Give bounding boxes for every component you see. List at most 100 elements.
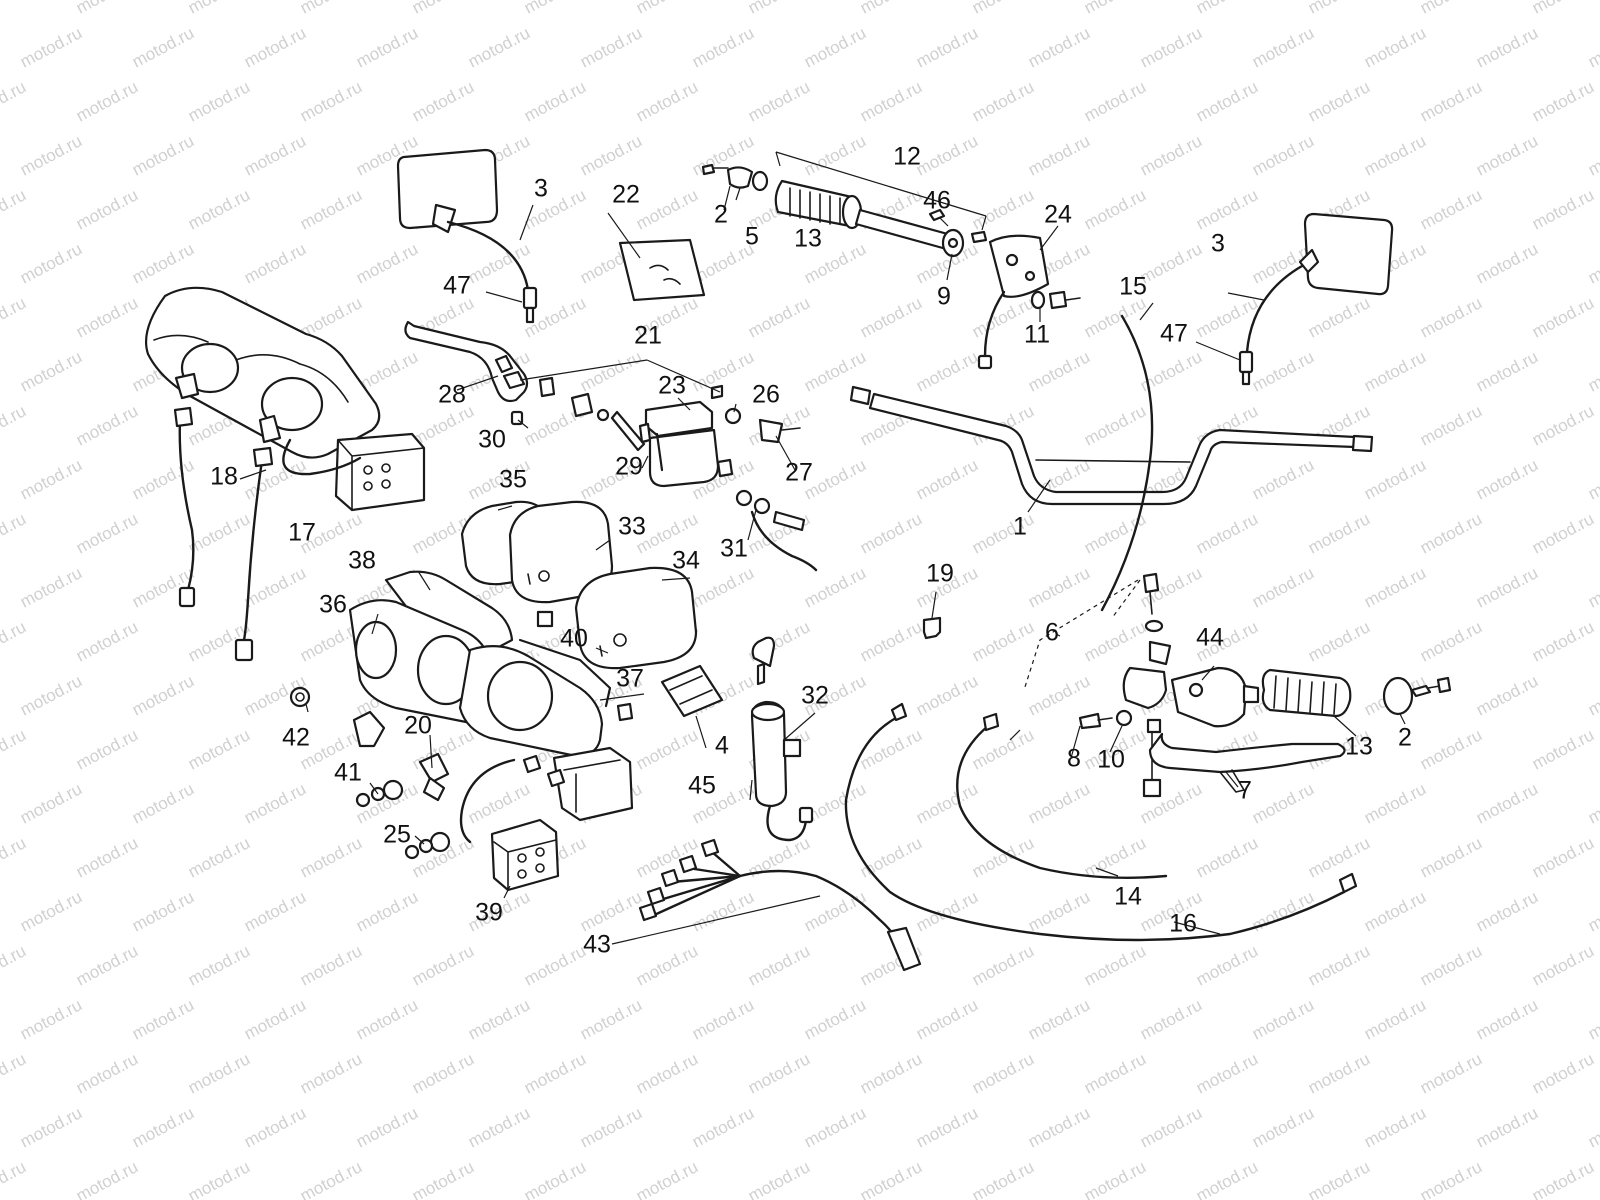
callout-14: 14	[1114, 883, 1142, 911]
watermark-text: motod.ru	[241, 563, 309, 611]
watermark-text: motod.ru	[745, 1157, 813, 1200]
watermark-text: motod.ru	[1081, 941, 1149, 989]
watermark-text: motod.ru	[1137, 995, 1205, 1043]
watermark-text: motod.ru	[969, 1049, 1037, 1097]
watermark-text: motod.ru	[1417, 1049, 1485, 1097]
watermark-text: motod.ru	[17, 1103, 85, 1151]
watermark-text: motod.ru	[353, 995, 421, 1043]
callout-layer: 1 2 2 3 3 4 5 6 7 8 9 10 11 12 13 13 14 …	[210, 143, 1412, 959]
callout-21: 21	[634, 322, 662, 350]
watermark-text: motod.ru	[1529, 725, 1597, 773]
watermark-text: motod.ru	[185, 1157, 253, 1200]
watermark-text: motod.ru	[409, 941, 477, 989]
watermark-text: motod.ru	[1417, 0, 1485, 18]
watermark-text: motod.ru	[1585, 1103, 1600, 1151]
callout-34: 34	[672, 547, 700, 575]
watermark-text: motod.ru	[17, 239, 85, 287]
watermark-text: motod.ru	[1361, 455, 1429, 503]
sticker-drawing	[618, 238, 706, 302]
watermark-text: motod.ru	[969, 1157, 1037, 1200]
watermark-text: motod.ru	[129, 239, 197, 287]
watermark-text: motod.ru	[17, 347, 85, 395]
watermark-text: motod.ru	[1305, 77, 1373, 125]
watermark-text: motod.ru	[857, 1049, 925, 1097]
watermark-text: motod.ru	[1137, 23, 1205, 71]
callout-43: 43	[583, 931, 611, 959]
watermark-text: motod.ru	[689, 23, 757, 71]
callout-32: 32	[801, 682, 829, 710]
watermark-text: motod.ru	[1417, 1157, 1485, 1200]
watermark-text: motod.ru	[521, 0, 589, 18]
watermark-text: motod.ru	[465, 779, 533, 827]
watermark-text: motod.ru	[1305, 0, 1373, 18]
watermark-text: motod.ru	[1529, 1049, 1597, 1097]
watermark-text: motod.ru	[969, 185, 1037, 233]
watermark-text: motod.ru	[577, 1103, 645, 1151]
watermark-text: motod.ru	[1585, 671, 1600, 719]
watermark-text: motod.ru	[465, 239, 533, 287]
callout-5: 5	[745, 223, 759, 251]
watermark-text: motod.ru	[73, 401, 141, 449]
watermark-text: motod.ru	[1025, 563, 1093, 611]
watermark-text: motod.ru	[17, 23, 85, 71]
watermark-text: motod.ru	[577, 131, 645, 179]
watermark-text: motod.ru	[1529, 509, 1597, 557]
watermark-text: motod.ru	[297, 833, 365, 881]
watermark-text: motod.ru	[1249, 1103, 1317, 1151]
watermark-text: motod.ru	[353, 23, 421, 71]
watermark-text: motod.ru	[1081, 617, 1149, 665]
watermark-text: motod.ru	[1137, 347, 1205, 395]
watermark-text: motod.ru	[913, 887, 981, 935]
watermark-text: motod.ru	[0, 1157, 29, 1200]
watermark-text: motod.ru	[1025, 347, 1093, 395]
bulb-holder-drawing	[922, 616, 942, 640]
watermark-text: motod.ru	[801, 995, 869, 1043]
callout-2-right: 2	[1398, 724, 1412, 752]
watermark-text: motod.ru	[1529, 617, 1597, 665]
parts-layer	[144, 148, 1452, 972]
watermark-text: motod.ru	[1137, 1103, 1205, 1151]
watermark-text: motod.ru	[857, 1157, 925, 1200]
watermark-text: motod.ru	[521, 1049, 589, 1097]
watermark-text: motod.ru	[969, 77, 1037, 125]
watermark-text: motod.ru	[185, 941, 253, 989]
callout-11: 11	[1024, 321, 1050, 349]
watermark-text: motod.ru	[185, 185, 253, 233]
cables-drawing	[638, 702, 1358, 972]
watermark-text: motod.ru	[801, 131, 869, 179]
callout-7: 7	[1238, 777, 1252, 805]
watermark-text: motod.ru	[1585, 995, 1600, 1043]
watermark-text: motod.ru	[1025, 131, 1093, 179]
watermark-text: motod.ru	[1585, 347, 1600, 395]
watermark-text: motod.ru	[17, 995, 85, 1043]
watermark-text: motod.ru	[465, 1103, 533, 1151]
envelope-drawing	[660, 664, 724, 718]
watermark-text: motod.ru	[297, 941, 365, 989]
watermark-text: motod.ru	[241, 1103, 309, 1151]
callout-35: 35	[499, 466, 527, 494]
watermark-text: motod.ru	[801, 1103, 869, 1151]
callout-13-left: 13	[794, 225, 822, 253]
watermark-text: motod.ru	[1585, 239, 1600, 287]
callout-13-right: 13	[1345, 733, 1373, 761]
watermark-text: motod.ru	[801, 887, 869, 935]
watermark-text: motod.ru	[17, 131, 85, 179]
watermark-text: motod.ru	[969, 941, 1037, 989]
watermark-text: motod.ru	[1305, 1157, 1373, 1200]
watermark-text: motod.ru	[1473, 455, 1541, 503]
watermark-text: motod.ru	[17, 779, 85, 827]
watermark-text: motod.ru	[1473, 887, 1541, 935]
watermark-text: motod.ru	[1529, 1157, 1597, 1200]
watermark-text: motod.ru	[1529, 77, 1597, 125]
callout-41: 41	[334, 759, 362, 787]
watermark-text: motod.ru	[1081, 401, 1149, 449]
watermark-text: motod.ru	[1193, 185, 1261, 233]
watermark-text: motod.ru	[1585, 887, 1600, 935]
watermark-text: motod.ru	[1081, 1049, 1149, 1097]
watermark-text: motod.ru	[1361, 779, 1429, 827]
watermark-text: motod.ru	[0, 293, 29, 341]
watermark-text: motod.ru	[1249, 995, 1317, 1043]
watermark-text: motod.ru	[1529, 185, 1597, 233]
watermark-text: motod.ru	[633, 1049, 701, 1097]
